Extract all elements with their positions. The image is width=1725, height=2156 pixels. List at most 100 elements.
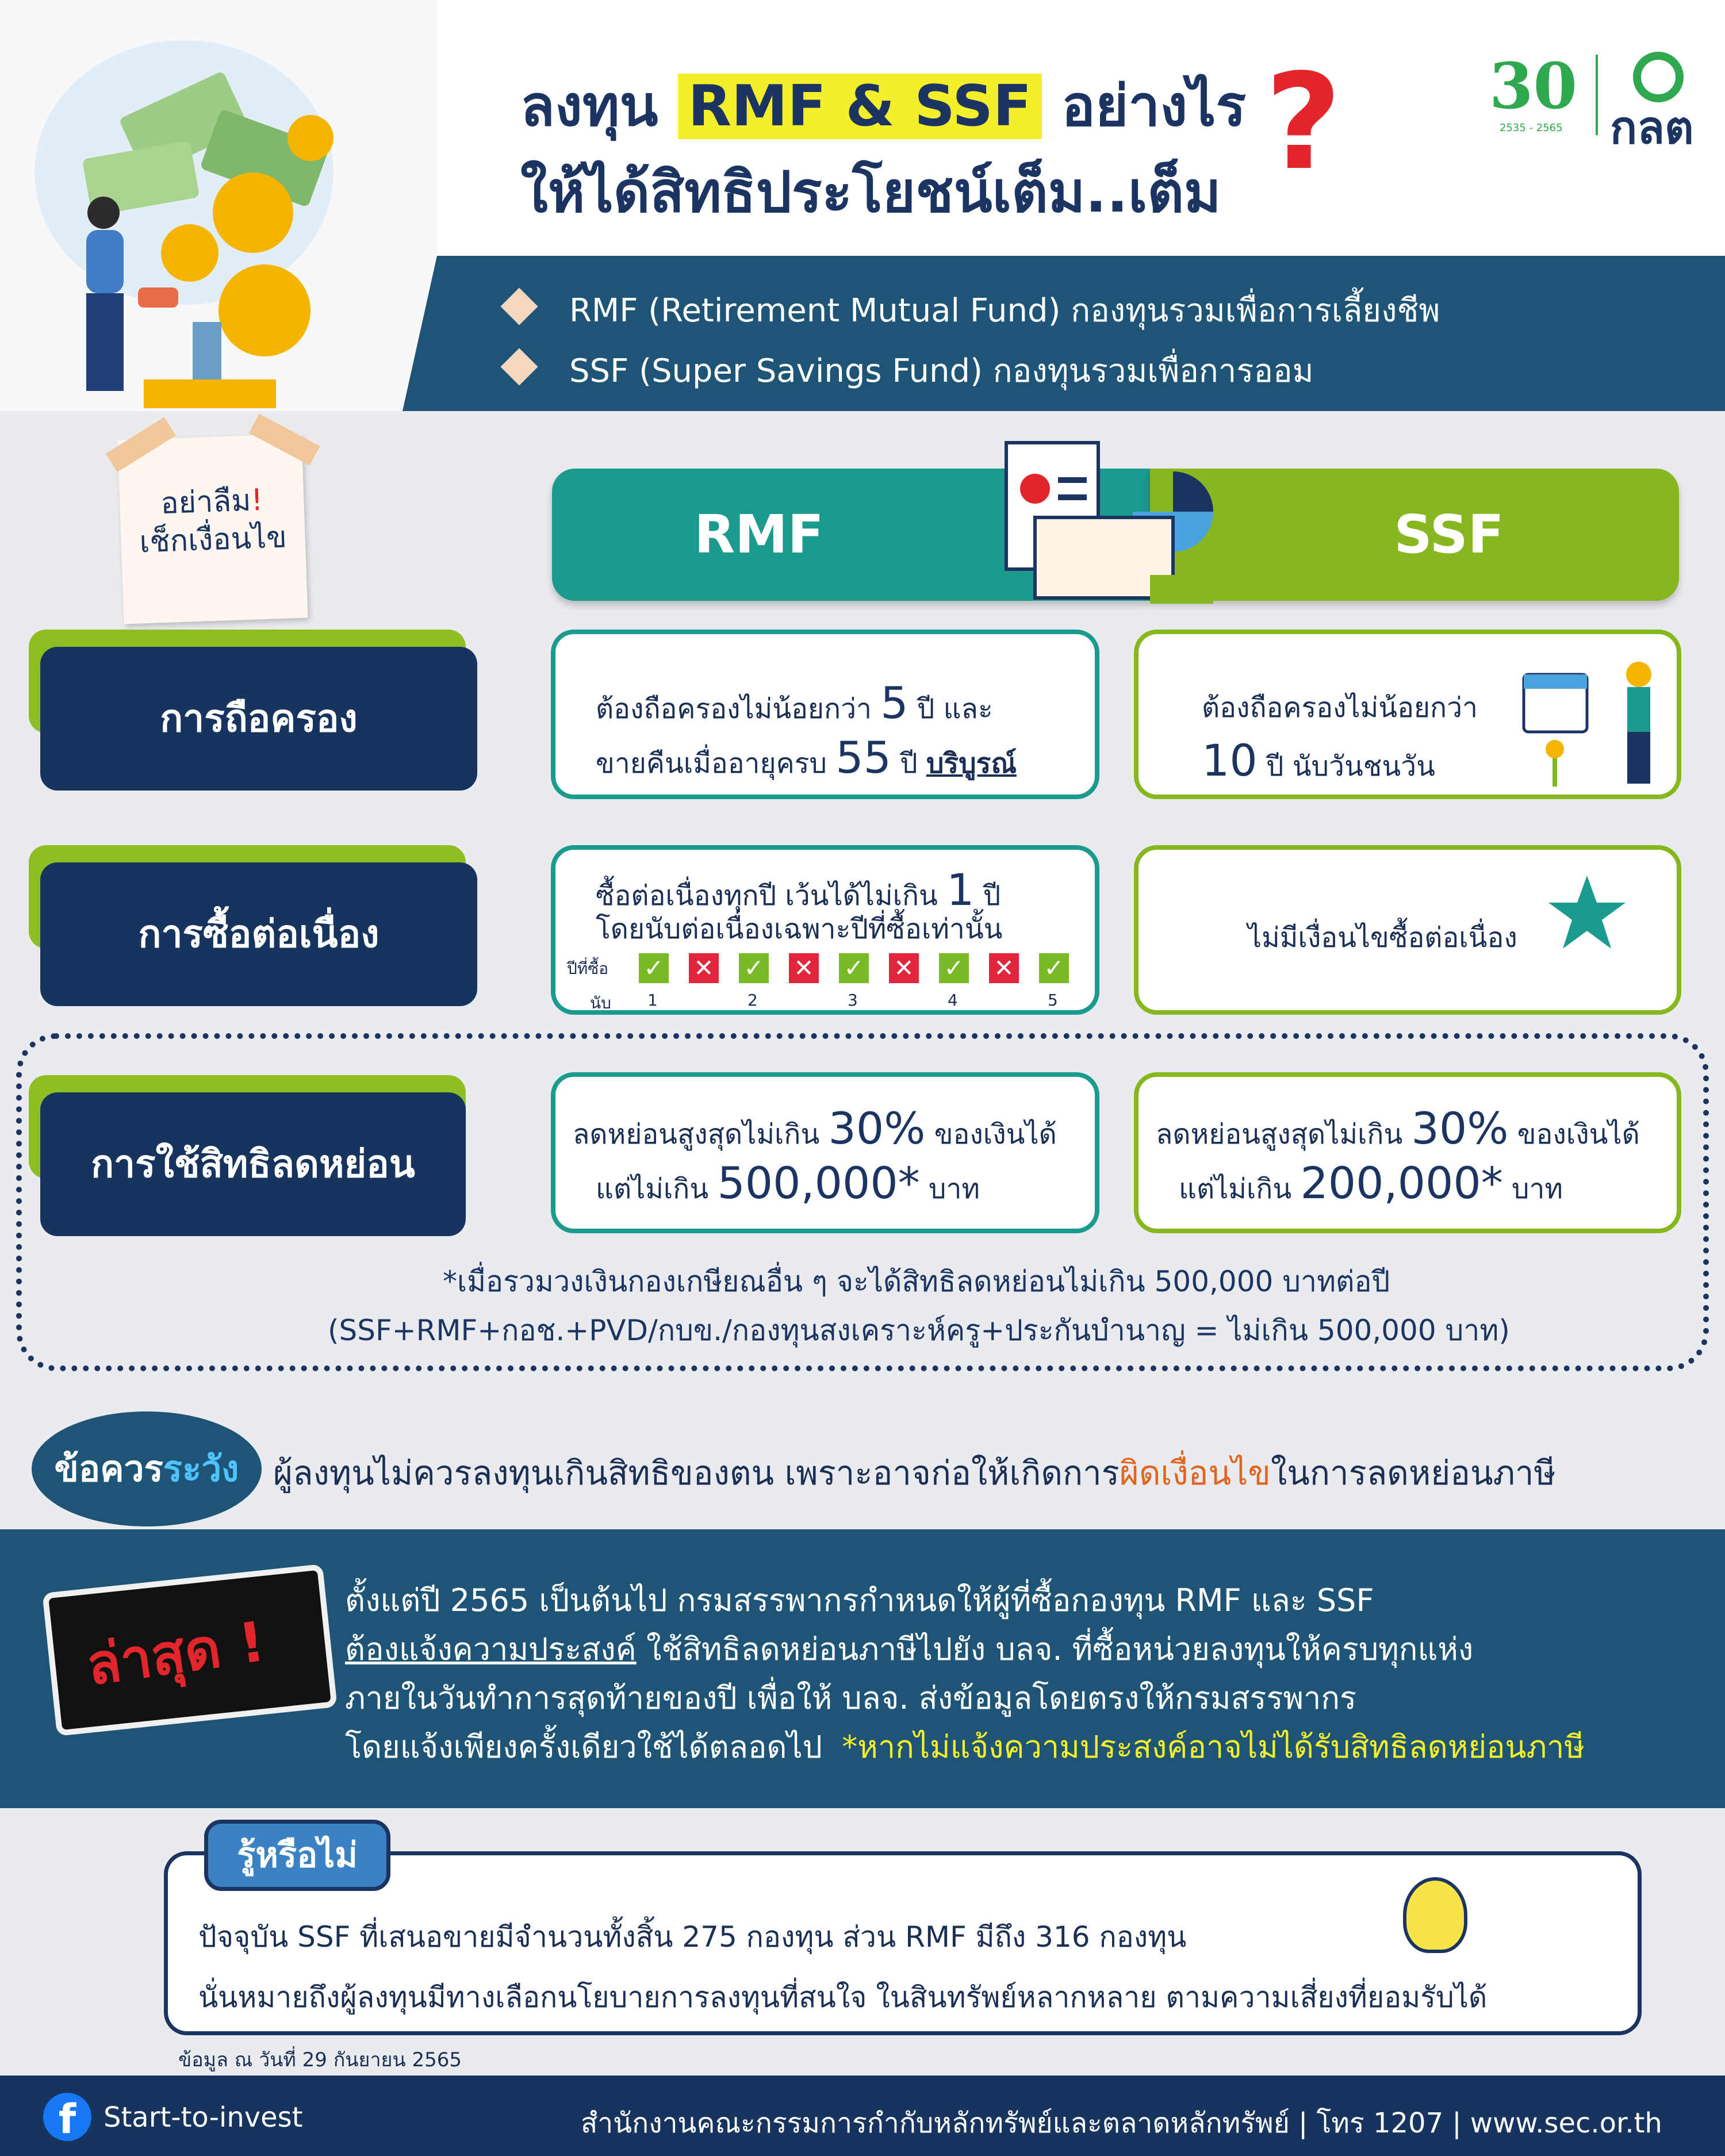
caution-badge: ข้อควรระวัง	[32, 1411, 262, 1526]
tape-decoration	[105, 417, 176, 473]
cross-icon: ✕	[989, 953, 1019, 983]
cell-ssf-tax: ลดหย่อนสูงสุดไม่เกิน 30% ของเงินได้ แต่ไ…	[1134, 1072, 1681, 1233]
year-count: 2	[747, 991, 758, 1010]
cell-text: ขายคืนเมื่ออายุครบ 55 ปี บริบูรณ์	[596, 732, 1017, 785]
money-tree-icon	[34, 40, 334, 408]
footnote-line2: (SSF+RMF+กอช.+PVD/กบข./กองทุนสงเคราะห์คร…	[328, 1314, 1510, 1347]
caution-badge-b: ระวัง	[163, 1448, 239, 1490]
text: ปี นับวันชนวัน	[1266, 750, 1435, 782]
ssf-definition: SSF (Super Savings Fund) กองทุนรวมเพื่อก…	[569, 352, 1314, 390]
tape-decoration	[248, 413, 320, 466]
check-icon: ✓	[939, 953, 969, 983]
text: ขายคืนเมื่ออายุครบ	[596, 747, 827, 780]
facebook-page-link[interactable]: Start-to-invest	[103, 2101, 303, 2134]
text: ของเงินได้	[1517, 1118, 1640, 1150]
row-label-tax: การใช้สิทธิลดหย่อน	[40, 1092, 466, 1236]
cell-rmf-tax: ลดหย่อนสูงสุดไม่เกิน 30% ของเงินได้ แต่ไ…	[551, 1072, 1099, 1233]
definition-band-edge	[402, 256, 437, 411]
latest-line4: โดยแจ้งเพียงครั้งเดียวใช้ได้ตลอดไป *หากไ…	[345, 1722, 1585, 1771]
cell-text: ต้องถือครองไม่น้อยกว่า 5 ปี และ	[596, 677, 993, 731]
title-highlight: RMF & SSF	[677, 74, 1042, 139]
row-label-buy: การซื้อต่อเนื่อง	[40, 862, 477, 1006]
column-header-rmf-label: RMF	[694, 504, 824, 565]
reminder-note: อย่าลืม! เช็กเงื่อนไข	[105, 413, 320, 624]
rmf-definition: RMF (Retirement Mutual Fund) กองทุนรวมเพ…	[569, 292, 1440, 329]
count-label: นับ	[590, 993, 611, 1012]
text: ซื้อต่อเนื่องทุกปี เว้นได้ไม่เกิน	[596, 880, 938, 912]
value: 5	[880, 677, 908, 728]
text: ลดหย่อนสูงสุดไม่เกิน	[573, 1118, 820, 1150]
cell-rmf-hold: ต้องถือครองไม่น้อยกว่า 5 ปี และ ขายคืนเม…	[551, 630, 1099, 799]
year-bought-label: ปีที่ซื้อ	[567, 959, 609, 978]
facebook-icon[interactable]: f	[43, 2093, 91, 2143]
value: 1	[946, 864, 975, 915]
text: ปี	[900, 747, 918, 780]
anniversary-years: 2535 - 2565	[1500, 122, 1563, 134]
check-icon: ✓	[739, 953, 769, 983]
cross-icon: ✕	[689, 953, 719, 983]
cell-text: ต้องถือครองไม่น้อยกว่า	[1202, 692, 1478, 724]
text: ปี และ	[917, 693, 993, 725]
text: ลดหย่อนสูงสุดไม่เกิน	[1156, 1118, 1403, 1150]
footer-org-info: สำนักงานคณะกรรมการกำกับหลักทรัพย์และตลาด…	[581, 2107, 1662, 2139]
text: ผู้ลงทุนไม่ควรลงทุนเกินสิทธิของตน เพราะอ…	[273, 1453, 1120, 1493]
text: ต้องแจ้งความประสงค์	[345, 1631, 637, 1667]
value: 55	[835, 732, 891, 783]
anniversary-logo: 30	[1489, 49, 1578, 123]
text: โดยแจ้งเพียงครั้งเดียวใช้ได้ตลอดไป	[345, 1729, 822, 1765]
highlight: ผิดเงื่อนไข	[1119, 1453, 1271, 1493]
did-you-know-tab: รู้หรือไม่	[204, 1820, 390, 1891]
did-you-know-line1: ปัจจุบัน SSF ที่เสนอขายมีจำนวนทั้งสิ้น 2…	[198, 1920, 1187, 1954]
title-line2: ให้ได้สิทธิประโยชน์เต็ม..เต็ม	[520, 160, 1221, 225]
books-chart-icon	[1005, 441, 1213, 604]
latest-line1: ตั้งแต่ปี 2565 เป็นต้นไป กรมสรรพากรกำหนด…	[345, 1582, 1374, 1618]
cell-text: 10 ปี นับวันชนวัน	[1202, 735, 1435, 788]
latest-line2: ต้องแจ้งความประสงค์ ใช้สิทธิลดหย่อนภาษีไ…	[345, 1624, 1473, 1674]
cross-icon: ✕	[889, 953, 919, 983]
text: ของเงินได้	[934, 1118, 1057, 1150]
cell-ssf-buy: ไม่มีเงื่อนไขซื้อต่อเนื่อง	[1134, 845, 1681, 1015]
value: 500,000*	[717, 1157, 920, 1209]
cell-text: แต่ไม่เกิน 500,000* บาท	[596, 1157, 980, 1211]
star-icon	[1548, 876, 1626, 949]
money-tree-illustration	[0, 0, 437, 411]
text: บาท	[928, 1173, 980, 1205]
definition-band	[437, 256, 1725, 411]
value: 30%	[828, 1103, 926, 1154]
note-exclaim: !	[250, 482, 264, 518]
cell-rmf-buy: ซื้อต่อเนื่องทุกปี เว้นได้ไม่เกิน 1 ปี โ…	[551, 845, 1099, 1015]
title-post: อย่างไร	[1061, 74, 1247, 139]
page-title: ลงทุน RMF & SSF อย่างไร ให้ได้สิทธิประโย…	[520, 63, 1246, 236]
data-source-date: ข้อมูล ณ วันที่ 29 กันยายน 2565	[178, 2048, 462, 2071]
cell-text: ซื้อต่อเนื่องทุกปี เว้นได้ไม่เกิน 1 ปี	[596, 864, 1000, 918]
year-count: 5	[1048, 991, 1058, 1010]
text: แต่ไม่เกิน	[596, 1173, 709, 1205]
text: บริบูรณ์	[926, 747, 1017, 780]
caution-badge-a: ข้อควร	[54, 1448, 163, 1490]
cross-icon: ✕	[789, 953, 819, 983]
text: ปี	[983, 880, 1001, 912]
year-count: 3	[848, 991, 858, 1010]
text: *หากไม่แจ้งความประสงค์อาจไม่ได้รับสิทธิล…	[842, 1729, 1585, 1765]
sec-logo-text: กลต	[1610, 102, 1694, 154]
cell-text: ไม่มีเงื่อนไขซื้อต่อเนื่อง	[1248, 922, 1517, 954]
did-you-know-box	[164, 1851, 1642, 2035]
cell-text: โดยนับต่อเนื่องเฉพาะปีที่ซื้อเท่านั้น	[596, 913, 1003, 945]
cell-text: แต่ไม่เกิน 200,000* บาท	[1179, 1157, 1563, 1211]
cell-text: ลดหย่อนสูงสุดไม่เกิน 30% ของเงินได้	[573, 1103, 1057, 1156]
text: ในการลดหย่อนภาษี	[1270, 1453, 1556, 1493]
calendar-plant-icon	[1522, 662, 1651, 787]
text: แต่ไม่เกิน	[1179, 1173, 1292, 1205]
year-count: 4	[948, 991, 958, 1010]
tax-section-outline	[16, 1033, 1709, 1371]
did-you-know-line2: นั่นหมายถึงผู้ลงทุนมีทางเลือกนโยบายการลง…	[198, 1981, 1488, 2014]
logo-divider	[1596, 55, 1598, 135]
cell-text: ลดหย่อนสูงสุดไม่เกิน 30% ของเงินได้	[1156, 1103, 1640, 1156]
lightbulb-icon	[1403, 1877, 1467, 1953]
title-pre: ลงทุน	[520, 74, 658, 139]
text: ต้องถือครองไม่น้อยกว่า	[596, 693, 872, 725]
column-header-ssf-label: SSF	[1394, 504, 1504, 565]
year-count: 1	[647, 991, 658, 1010]
check-icon: ✓	[839, 953, 869, 983]
footer-bar	[0, 2076, 1725, 2156]
